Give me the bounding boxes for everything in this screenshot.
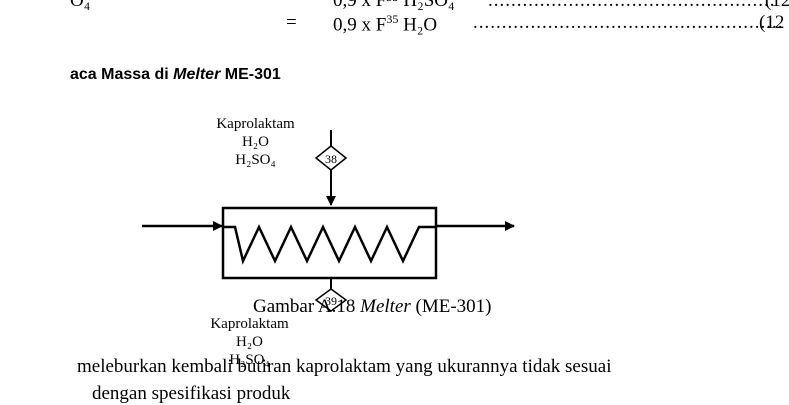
equation-lhs-fragment: O₄ bbox=[70, 0, 91, 11]
equation-1-number: (12 bbox=[765, 0, 789, 11]
caption-suffix: (ME-301) bbox=[410, 296, 492, 317]
equation-2-tail: H₂O bbox=[398, 14, 438, 36]
figure-caption: Gambar A.18 Melter (ME-301) bbox=[253, 296, 492, 318]
equation-2-superscript: 35 bbox=[386, 12, 399, 26]
stream-38-number: 38 bbox=[325, 152, 337, 166]
feed-component-sulfuric-acid: H₂SO₄ bbox=[235, 152, 276, 168]
equation-2-number: (12 bbox=[759, 12, 785, 33]
feed-stream-components: Kaprolaktam H₂O H₂SO₄ bbox=[198, 115, 313, 169]
section-heading-italic: Melter bbox=[173, 66, 221, 83]
body-text-line-2: dengan spesifikasi produk bbox=[92, 383, 291, 404]
product-stream-components: Kaprolaktam H₂O H₂SO₄ bbox=[192, 315, 307, 369]
equation-2-equals: = bbox=[286, 12, 297, 33]
equation-1-leader-dots: ........................................… bbox=[488, 0, 776, 11]
section-heading: aca Massa di Melter ME-301 bbox=[70, 66, 281, 84]
equation-2-rhs: 0,9 x F35 H₂O bbox=[333, 12, 437, 36]
section-heading-prefix: aca Massa di bbox=[70, 66, 174, 83]
product-component-caprolactam: Kaprolaktam bbox=[210, 316, 289, 332]
caption-prefix: Gambar A.18 bbox=[253, 296, 361, 317]
heating-coil bbox=[223, 224, 436, 265]
product-component-sulfuric-acid: H₂SO₄ bbox=[229, 352, 270, 368]
stream-39-number: 39 bbox=[325, 294, 337, 308]
feed-component-caprolactam: Kaprolaktam bbox=[216, 116, 295, 132]
equation-2-coef: 0,9 x F bbox=[333, 14, 387, 36]
equation-2-leader-dots: ........................................… bbox=[473, 12, 784, 33]
body-text-line-1: meleburkan kembali butiran kaprolaktam y… bbox=[77, 356, 612, 377]
feed-component-water: H₂O bbox=[242, 134, 269, 150]
product-component-water: H₂O bbox=[236, 334, 263, 350]
section-heading-suffix: ME-301 bbox=[220, 66, 281, 83]
caption-italic: Melter bbox=[360, 296, 411, 317]
equation-1-rhs: 0,9 x F³⁵ H₂SO₄ bbox=[333, 0, 455, 11]
stream-39-diamond bbox=[314, 288, 348, 312]
